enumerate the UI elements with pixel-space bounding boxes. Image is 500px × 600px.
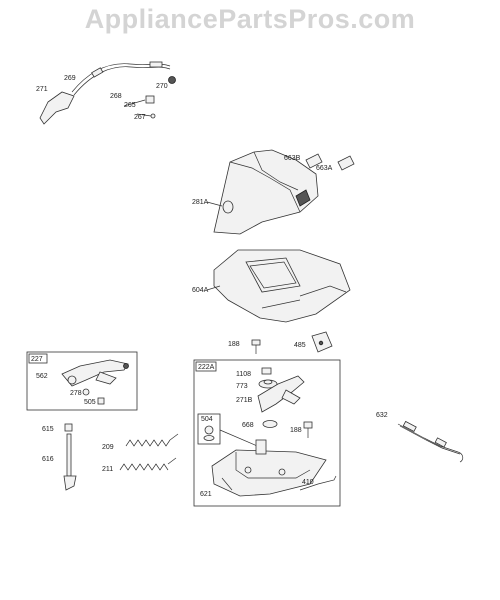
bolt-188-box [303, 421, 313, 438]
kit-504-box [197, 413, 221, 445]
clip-663B [305, 153, 323, 169]
cable-632 [397, 420, 464, 463]
callout-265: 265 [124, 102, 136, 109]
control-lever-271B [257, 375, 305, 413]
bolt-615 [64, 423, 73, 432]
callout-562: 562 [36, 373, 48, 380]
callout-410: 410 [302, 479, 314, 486]
control-bracket-621 [211, 439, 327, 497]
throttle-cable-assembly [39, 61, 176, 125]
spring-211 [119, 457, 177, 471]
callout-1108: 1108 [236, 371, 251, 378]
callout-505: 505 [84, 399, 96, 406]
callout-188-box: 188 [290, 427, 302, 434]
governor-shaft-616 [63, 433, 77, 491]
nut-1108 [261, 367, 272, 375]
callout-632: 632 [376, 412, 388, 419]
callout-615: 615 [42, 426, 54, 433]
spring-209 [125, 433, 179, 447]
callout-268: 268 [110, 93, 122, 100]
callout-222A: 222A [198, 364, 215, 371]
kit-222A-box [193, 359, 341, 507]
callout-663B: 663B [284, 155, 301, 162]
blower-housing-281A [213, 149, 319, 235]
washer-278 [82, 388, 90, 396]
callout-271: 271 [36, 86, 48, 93]
callout-621: 621 [200, 491, 212, 498]
callout-188-top: 188 [228, 341, 240, 348]
callout-616: 616 [42, 456, 54, 463]
control-lever-271 [39, 91, 75, 125]
callout-209: 209 [102, 444, 114, 451]
kit-227-box [26, 351, 138, 411]
callout-271B: 271B [236, 397, 253, 404]
link-rod-410 [299, 475, 337, 491]
bracket-485 [311, 331, 333, 353]
callout-281A: 281A [192, 199, 209, 206]
callout-604A: 604A [192, 287, 209, 294]
callout-270: 270 [156, 83, 168, 90]
callout-211: 211 [102, 466, 113, 473]
washer-668 [262, 420, 278, 428]
engine-shroud-604A [213, 249, 351, 323]
callout-668: 668 [242, 422, 254, 429]
clip-663A [337, 155, 355, 171]
callout-267: 267 [134, 114, 146, 121]
bolt-188-top [251, 339, 261, 354]
callout-278: 278 [70, 390, 82, 397]
callout-485: 485 [294, 342, 306, 349]
callout-269: 269 [64, 75, 76, 82]
callout-504: 504 [201, 416, 213, 423]
callout-663A: 663A [316, 165, 333, 172]
bushing-773 [258, 379, 278, 389]
nut-505 [97, 397, 105, 405]
callout-227: 227 [31, 356, 43, 363]
callout-773: 773 [236, 383, 248, 390]
watermark-logo: AppliancePartsPros.com [84, 4, 416, 34]
governor-lever-562 [61, 359, 129, 387]
